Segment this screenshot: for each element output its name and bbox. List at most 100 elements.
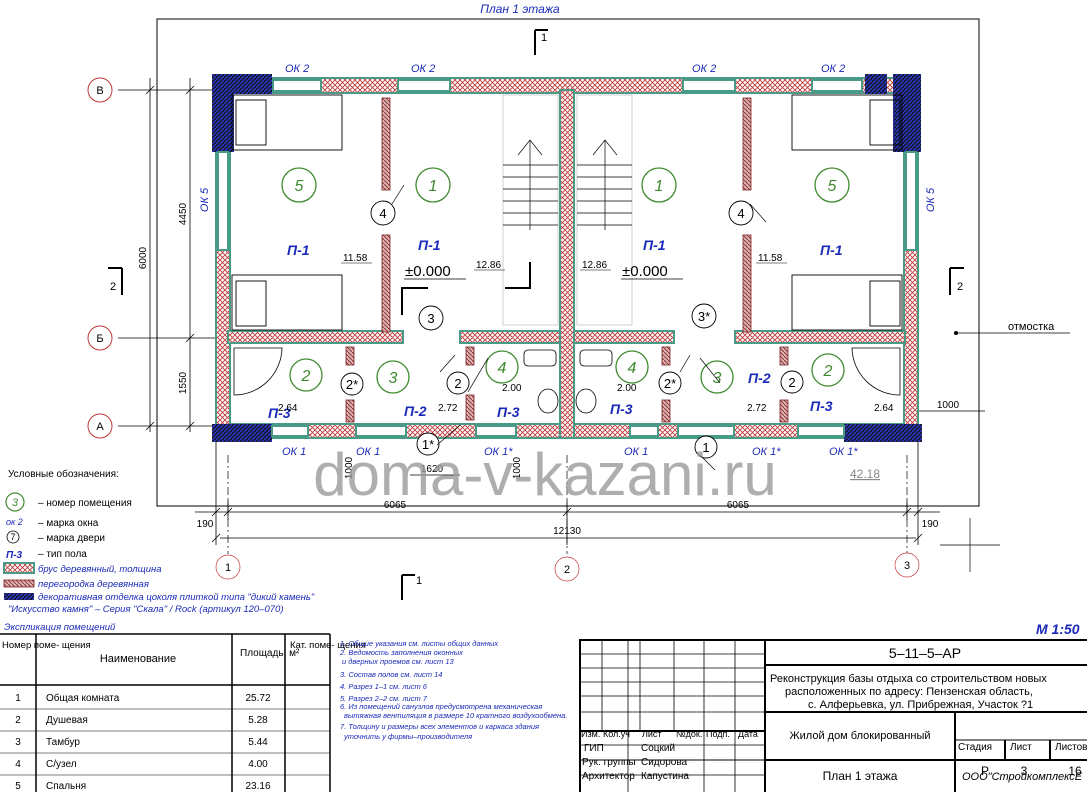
stamp-building: Жилой дом блокированный bbox=[789, 730, 930, 742]
otmostka-dot bbox=[954, 331, 958, 335]
legend-door-symbol bbox=[6, 530, 20, 544]
door-2s-left: 2* bbox=[346, 377, 358, 392]
room-3-left: 3 bbox=[389, 370, 398, 387]
dim-1000-left: 1000 bbox=[344, 456, 355, 479]
stamp-name-2: Капустина bbox=[641, 771, 689, 782]
stamp-role-0: ГИП bbox=[584, 743, 604, 754]
stamp-h-doc: №док. bbox=[676, 729, 702, 739]
stamp-role-1: Рук. группы bbox=[582, 757, 636, 768]
dim-1620: 1620 bbox=[421, 464, 444, 475]
door-3-left: 3 bbox=[427, 311, 434, 326]
stamp-code: 5–11–5–АР bbox=[889, 645, 961, 661]
dim-1000-right: 1000 bbox=[937, 400, 960, 411]
room-2-left: 2 bbox=[301, 368, 311, 385]
explication-row-name: Спальня bbox=[46, 781, 86, 792]
stamp-sheet-h: Лист bbox=[1010, 742, 1032, 753]
note-line: 5. Разрез 2–2 см. лист 7 bbox=[340, 694, 428, 703]
room-2-right: 2 bbox=[823, 363, 833, 380]
dim-1000-mid: 1000 bbox=[512, 456, 523, 479]
legend-floor-symbol: П-3 bbox=[6, 550, 23, 561]
axis-1-label: 1 bbox=[225, 562, 231, 574]
stamp-project-2: расположенных по адресу: Пензенская обла… bbox=[785, 686, 1033, 698]
door-mark-circles bbox=[340, 200, 804, 459]
explication-row-area: 25.72 bbox=[245, 693, 270, 704]
bath-fixtures bbox=[233, 347, 901, 414]
crosshair-icon bbox=[940, 518, 1000, 572]
stamp-stage-v: Р bbox=[981, 764, 989, 778]
area-underlines bbox=[341, 262, 787, 271]
window-ok5-right: ОК 5 bbox=[925, 187, 937, 212]
explication-row-area: 4.00 bbox=[248, 759, 268, 770]
explication-grid bbox=[0, 633, 331, 792]
window-ok1-2: ОК 1 bbox=[356, 446, 380, 458]
door-1: 1 bbox=[702, 440, 709, 455]
window-ok2-2: ОК 2 bbox=[411, 63, 435, 75]
area-264-right: 2.64 bbox=[874, 403, 894, 414]
legend-stone-text-2: "Искусство камня" – Серия "Скала" / Rock… bbox=[8, 604, 284, 615]
watermark: doma-v-kazani.ru bbox=[313, 441, 777, 508]
dimensions-left bbox=[118, 78, 220, 432]
scale-label: М 1:50 bbox=[1036, 621, 1080, 637]
door-3s-right: 3* bbox=[698, 309, 710, 324]
room-1-right: 1 bbox=[655, 178, 664, 195]
general-notes: 1. Общие указания см. листы общих данных… bbox=[339, 639, 567, 741]
explication-title: Экспликация помещений bbox=[4, 622, 116, 633]
stamp-h-podp: Подп. bbox=[706, 729, 730, 739]
beds bbox=[231, 94, 903, 331]
axis-a-label: А bbox=[96, 421, 104, 433]
dimensions-bottom bbox=[195, 410, 985, 545]
floor-p1-bed-left: П-1 bbox=[287, 242, 310, 258]
stamp-role-2: Архитектор bbox=[582, 771, 635, 782]
window-ok1s-1: ОК 1* bbox=[484, 446, 513, 458]
dim-4450: 4450 bbox=[178, 202, 189, 225]
dim-190-left: 190 bbox=[197, 519, 214, 530]
area-272-left: 2.72 bbox=[438, 403, 458, 414]
dim-12130: 12130 bbox=[553, 526, 581, 537]
legend-room-symbol bbox=[5, 492, 25, 512]
axis-2-label: 2 bbox=[564, 564, 570, 576]
title-block-grid bbox=[579, 639, 1087, 792]
stamp-h-list: Лист bbox=[642, 729, 662, 739]
stairs bbox=[401, 94, 633, 326]
explication-row-lines bbox=[0, 708, 330, 776]
floor-p2-right: П-2 bbox=[748, 370, 771, 386]
explication-header-area: Площадь, м² bbox=[240, 648, 300, 659]
explication-row-area: 5.44 bbox=[248, 737, 268, 748]
stamp-name-0: Соцкий bbox=[641, 743, 675, 754]
stamp-sheet-v: 3 bbox=[1021, 764, 1028, 778]
area-1158-left: 11.58 bbox=[343, 253, 368, 264]
door-2-right: 2 bbox=[788, 375, 795, 390]
window-ok1s-2: ОК 1* bbox=[752, 446, 781, 458]
stamp-project-1: Реконструкция базы отдыха со строительст… bbox=[770, 673, 1047, 685]
stamp-h-izm: Изм. bbox=[581, 729, 600, 739]
door-leaders bbox=[391, 184, 767, 471]
explication-row-number: 1 bbox=[15, 693, 21, 704]
explication-row-number: 5 bbox=[15, 781, 21, 792]
stamp-h-data: Дата bbox=[738, 729, 758, 739]
legend-window-text: – марка окна bbox=[38, 518, 99, 529]
window-ok2-4: ОК 2 bbox=[821, 63, 845, 75]
room-number-circles bbox=[281, 167, 850, 394]
note-line: 4. Разрез 1–1 см. лист 6 bbox=[340, 682, 428, 691]
note-line: и дверных проемов см. лист 13 bbox=[342, 657, 455, 666]
explication-row-name: Общая комната bbox=[46, 692, 120, 704]
title-block-subgrid bbox=[580, 640, 765, 792]
explication-row-number: 3 bbox=[15, 737, 21, 748]
legend-title: Условные обозначения: bbox=[8, 468, 119, 480]
axis-v-label: В bbox=[96, 85, 103, 97]
stamp-company: ООО"СтройкомплексЕ bbox=[962, 771, 1083, 783]
legend-partition-swatch bbox=[3, 579, 35, 588]
area-1158-right: 11.58 bbox=[758, 253, 783, 264]
area-4218: 42.18 bbox=[850, 467, 880, 481]
note-line: вытяжная вентиляция в размере 10 кратног… bbox=[344, 711, 567, 720]
explication-header-cat: Кат. поме- щения bbox=[290, 640, 366, 651]
section-marks bbox=[108, 29, 964, 600]
explication-row-number: 4 bbox=[15, 759, 21, 770]
window-ok2-3: ОК 2 bbox=[692, 63, 716, 75]
axis-3-label: 3 bbox=[904, 560, 910, 572]
otmostka-label: отмостка bbox=[1008, 321, 1055, 333]
explication-row-area: 23.16 bbox=[245, 781, 270, 792]
area-272-right: 2.72 bbox=[747, 403, 767, 414]
legend-room-symbol-text: 3 bbox=[12, 497, 19, 509]
axis-bubbles-rows bbox=[87, 77, 113, 439]
